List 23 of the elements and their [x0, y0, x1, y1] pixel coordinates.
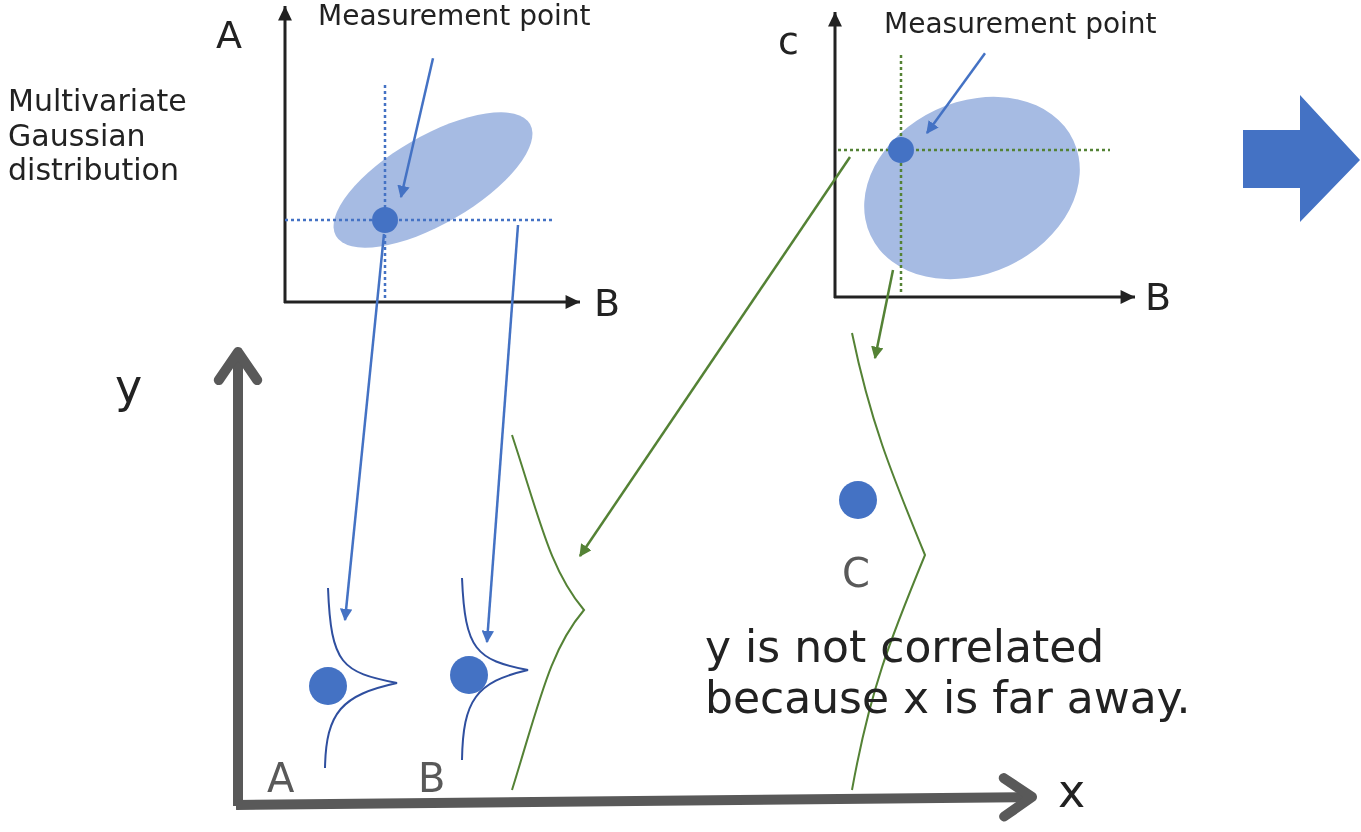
arrow: [871, 269, 895, 360]
axis-label: c: [778, 20, 799, 64]
axis-label: A: [267, 755, 295, 801]
axis-label: B: [418, 755, 446, 801]
arrow: [481, 224, 520, 644]
description-text: Multivariate Gaussian distribution: [8, 84, 188, 188]
callout-text: Measurement point: [318, 0, 591, 33]
gaussian-curve: [511, 434, 585, 791]
arrow: [578, 156, 852, 558]
axis-label: B: [1145, 276, 1172, 320]
gaussian-curve: [461, 577, 529, 761]
axis-label: x: [1058, 765, 1086, 818]
measurement-point: [372, 207, 398, 233]
gaussian-curve: [324, 587, 398, 769]
axis-label: B: [594, 282, 621, 326]
axis-label: A: [216, 14, 242, 58]
axis-label: y: [115, 360, 143, 413]
arrow: [926, 52, 986, 134]
arrow: [397, 57, 435, 199]
arrow: [339, 233, 386, 622]
axis-label: C: [842, 550, 870, 596]
measurement-point: [888, 137, 914, 163]
callout-text: Measurement point: [884, 8, 1157, 41]
